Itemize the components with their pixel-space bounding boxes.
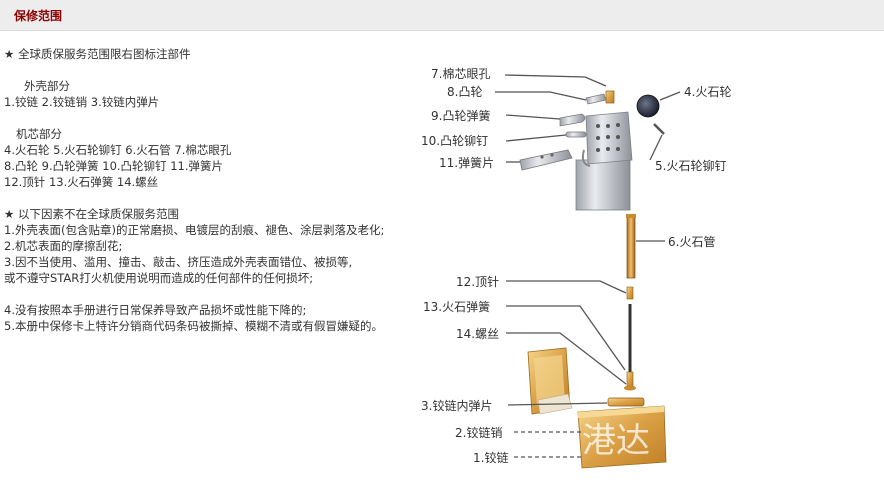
flint-wheel-rivet: [653, 123, 665, 135]
core-parts-line-1: 4.火石轮 5.火石轮铆钉 6.火石管 7.棉芯眼孔: [4, 143, 232, 157]
label-hinge-inner-spring: 3.铰链内弹片: [421, 398, 492, 413]
label-hinge: 1.铰链: [473, 450, 508, 465]
label-cam-spring: 9.凸轮弹簧: [431, 108, 490, 123]
cam-spring: [559, 113, 586, 127]
core-parts-line-3: 12.顶针 13.火石弹簧 14.螺丝: [4, 175, 159, 189]
exclusion-5: 5.本册中保修卡上特许分销商代码条码被撕掉、模糊不清或有假冒嫌疑的。: [4, 319, 383, 333]
flint-wheel: [636, 94, 660, 118]
label-flint-wheel-rivet: 5.火石轮铆钉: [655, 158, 726, 173]
label-flint-tube: 6.火石管: [668, 234, 715, 249]
cam-rivet: [565, 131, 587, 138]
label-follower-pin: 12.顶针: [456, 274, 499, 289]
shell-heading: 外壳部分: [24, 79, 70, 93]
exclusion-4: 4.没有按照本手册进行日常保养导致产品损坏或性能下降的;: [4, 303, 307, 317]
label-hinge-pin: 2.铰链销: [455, 425, 502, 440]
core-heading: 机芯部分: [16, 127, 62, 141]
follower-pin: [626, 286, 634, 300]
intro-line: ★ 全球质保服务范围限右图标注部件: [4, 47, 191, 61]
exclusion-1: 1.外壳表面(包含贴章)的正常磨损、电镀层的刮痕、褪色、涂层剥落及老化;: [4, 223, 385, 237]
exclusion-2: 2.机芯表面的摩擦刮花;: [4, 239, 123, 253]
flint-tube: [626, 214, 636, 279]
cam-part: [585, 93, 607, 105]
exclusion-3a: 3.因不当使用、滥用、撞击、敲击、挤压造成外壳表面错位、被损等,: [4, 255, 353, 269]
label-flint-spring: 13.火石弹簧: [423, 299, 490, 314]
shell-parts: 1.铰链 2.铰链销 3.铰链内弹片: [4, 95, 160, 109]
warranty-text: ★ 全球质保服务范围限右图标注部件 外壳部分 1.铰链 2.铰链销 3.铰链内弹…: [4, 46, 414, 334]
section-title: 保修范围: [14, 9, 63, 23]
insert-chimney: [575, 111, 633, 211]
core-parts-line-2: 8.凸轮 9.凸轮弹簧 10.凸轮铆钉 11.弹簧片: [4, 159, 223, 173]
label-cam-rivet: 10.凸轮铆钉: [421, 133, 488, 148]
section-header: 保修范围: [0, 0, 884, 31]
label-flint-wheel: 4.火石轮: [684, 85, 731, 99]
spring-plate: [519, 149, 573, 171]
exclusion-3b: 或不遵守STAR打火机使用说明而造成的任何部件的任何损坏;: [4, 271, 314, 285]
label-screw: 14.螺丝: [456, 327, 499, 341]
exclusions-heading: ★ 以下因素不在全球质保服务范围: [4, 207, 179, 221]
screw: [624, 371, 636, 391]
wick-eyelet: [605, 90, 615, 104]
hinge-inner-spring: [607, 397, 645, 407]
watermark-text: 港达: [582, 421, 650, 461]
label-wick-eyelet: 7.棉芯眼孔: [431, 67, 490, 81]
label-spring-plate: 11.弹簧片: [439, 155, 494, 170]
label-cam: 8.凸轮: [447, 85, 482, 99]
lighter-lid: [527, 347, 573, 415]
lighter-case: [577, 405, 667, 469]
